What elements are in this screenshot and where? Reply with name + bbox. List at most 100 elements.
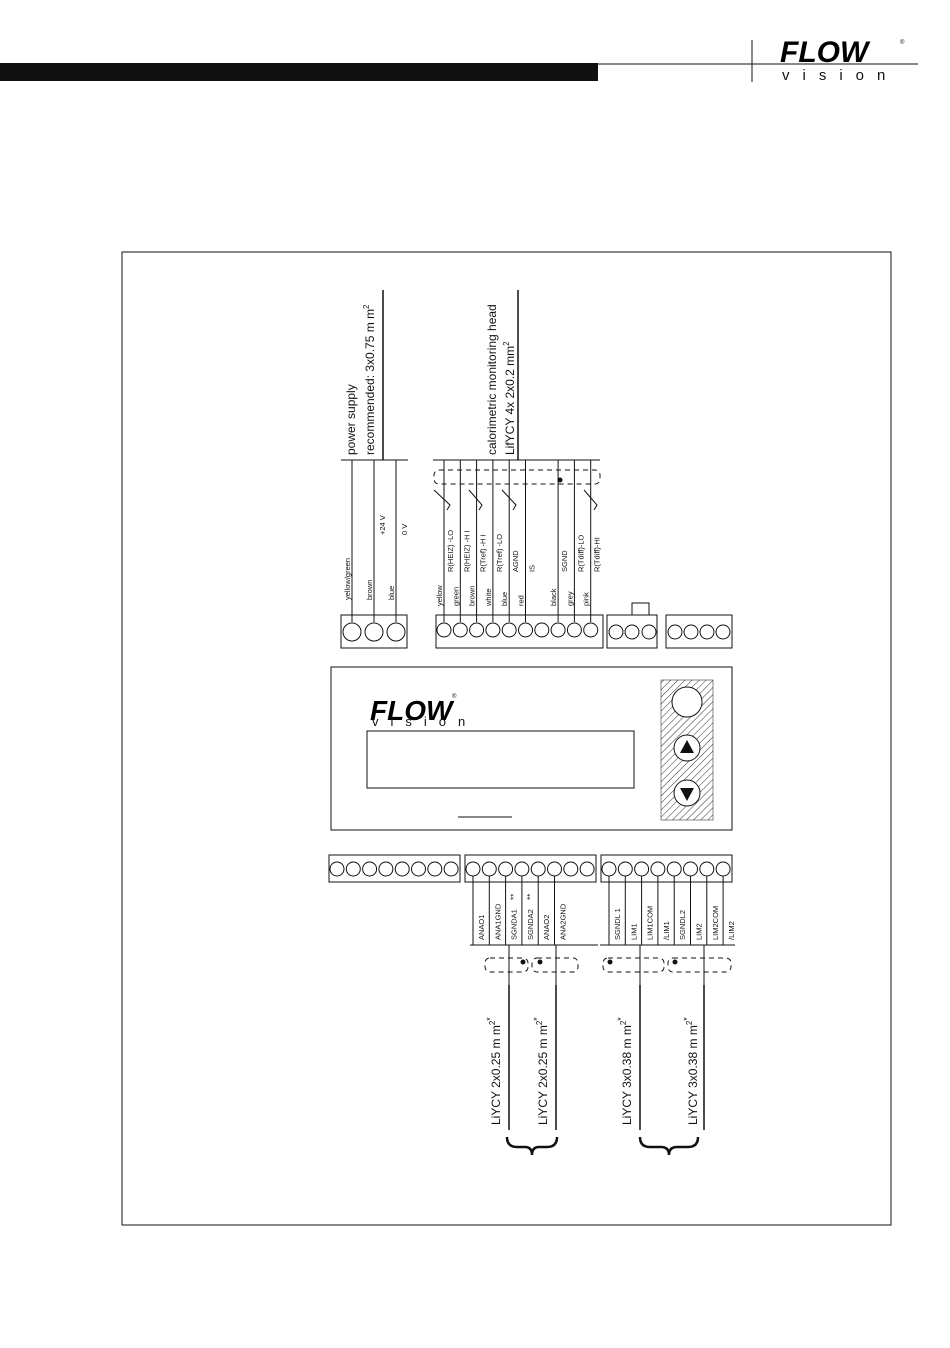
head-title: calorimetric monitoring head [485, 304, 499, 455]
power-terminal-2 [364, 622, 384, 642]
diagram-frame [121, 251, 892, 1226]
head-wire-signal-label: AGND [511, 550, 520, 572]
analog-terminal-6 [547, 861, 562, 877]
head-wire-signal-label: R(Tref) -H I [479, 534, 488, 572]
head-terminal-5 [501, 622, 517, 638]
bottom-spare-terminal-6 [411, 861, 426, 877]
head-wire-signal-label: R(Tdiff)-HI [593, 537, 602, 572]
analog-terminal-mark: ** [526, 894, 535, 900]
head-terminal-7 [534, 622, 550, 638]
head-wire-color-label: yellow [435, 585, 444, 606]
bridge-terminals [608, 624, 657, 640]
head-terminal-8 [550, 622, 566, 638]
header-logo-sub: vision [782, 67, 898, 84]
head-cable-spec: LifYCY 4x 2x0.2 mm2 [502, 341, 517, 455]
head-wire-color-label: pink [582, 592, 591, 606]
enter-button[interactable] [671, 686, 703, 718]
bridge-link [631, 602, 650, 615]
down-arrow-icon [680, 788, 694, 801]
head-twist-3 [501, 489, 517, 511]
analog-terminal-label: SGNDA1 [510, 909, 519, 940]
header-logo-registered: ® [900, 39, 905, 46]
device-display [366, 730, 635, 789]
limit-terminal-label: /LIM1 [662, 921, 671, 940]
bridge-terminal-3 [641, 624, 657, 640]
head-wire-signal-label: IS [528, 565, 537, 572]
analog-terminals [465, 861, 595, 877]
head-terminal-2 [452, 622, 468, 638]
head-twist-2 [468, 489, 483, 511]
spare-terminal-1 [667, 624, 683, 640]
head-wire-color-label: brown [468, 586, 477, 606]
bottom-spare-terminal-2 [345, 861, 361, 877]
limit-terminal-label: LIM2 [695, 923, 704, 940]
power-terminals [342, 622, 406, 642]
analog-terminal-label: ANAO1 [477, 915, 486, 940]
limit-shield-2 [667, 957, 732, 973]
power-wire-signal-label: +24 V [378, 515, 387, 535]
analog-terminal-3 [498, 861, 514, 877]
analog-terminal-label: ANA2GND [559, 903, 568, 940]
bottom-spare-terminal-7 [427, 861, 443, 877]
power-supply-title: power supply [344, 384, 358, 455]
cable-spec-label: LiYCY 2x0.25 m m2* [485, 1017, 503, 1125]
bridge-terminal-2 [624, 624, 640, 640]
device-logo-registered: ® [452, 693, 457, 700]
limit-terminal-5 [666, 861, 682, 877]
head-twist-4 [583, 489, 598, 511]
analog-terminal-label: ANA1GND [493, 903, 502, 940]
header-logo: FLOW ® vision [780, 36, 905, 84]
cable-spec-label: LiYCY 2x0.25 m m2* [532, 1017, 550, 1125]
limit-terminal-7 [699, 861, 715, 877]
spare-terminal-2 [683, 624, 699, 640]
bottom-spare-terminal-1 [329, 861, 345, 877]
analog-terminal-7 [563, 861, 579, 877]
limit-terminal-label: SGNDL 1 [613, 908, 622, 940]
analog-terminal-label: SGNDA2 [526, 909, 535, 940]
bottom-cables: LiYCY 2x0.25 m m2*LiYCY 2x0.25 m m2*LiYC… [485, 985, 705, 1156]
head-wire-color-label: red [517, 595, 526, 606]
head-terminals [436, 622, 599, 638]
head-wire-color-label: blue [500, 592, 509, 606]
analog-terminal-4 [514, 861, 530, 877]
limit-terminal-4 [650, 861, 666, 877]
bottom-spare-block [328, 854, 461, 883]
bottom-spare-terminals [328, 854, 461, 883]
head-wire-color-label: green [451, 587, 460, 606]
limit-terminal-2 [617, 861, 633, 877]
limit-wires [608, 876, 724, 945]
power-terminal-1 [342, 622, 362, 642]
head-wire-color-label: grey [565, 591, 574, 606]
analog-shield-junction-1 [520, 959, 526, 965]
head-terminal-3 [469, 622, 485, 638]
up-arrow-icon [680, 740, 694, 753]
spare-terminal-block [665, 614, 733, 649]
power-wire-color-label: blue [387, 586, 396, 600]
head-terminal-9 [566, 622, 582, 638]
spare-terminal-4 [715, 624, 731, 640]
power-wire-color-label: yellow/green [343, 558, 352, 600]
bridge-terminal-1 [608, 624, 624, 640]
limit-terminal-label: /LIM2 [727, 921, 736, 940]
device-housing [330, 666, 733, 831]
header-bar [0, 63, 598, 81]
head-wire-color-label: white [484, 588, 493, 607]
limit-shield-junction-2 [672, 959, 678, 965]
bottom-spare-terminal-8 [443, 861, 459, 877]
bottom-spare-terminal-5 [394, 861, 410, 877]
limit-terminal-block [600, 854, 733, 883]
analog-terminal-8 [579, 861, 595, 877]
bridge-terminal-group [606, 602, 658, 649]
head-wire-signal-label: SGND [560, 550, 569, 572]
limit-cable-brace [638, 1136, 700, 1156]
bottom-spare-terminal-4 [378, 861, 394, 877]
head-terminal-1 [436, 622, 452, 638]
head-wire-signal-label: R(HEIZ) -LO [446, 530, 455, 572]
